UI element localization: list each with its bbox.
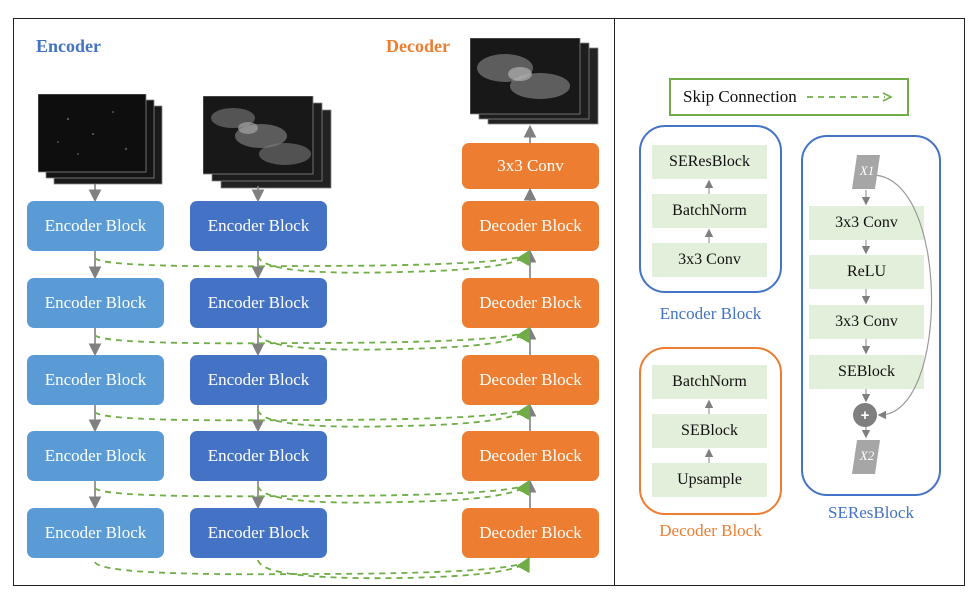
- seresblock-caption: SEResBlock: [828, 503, 914, 522]
- seres-input-x1: X1: [852, 155, 880, 189]
- encoder-b-block-1: Encoder Block: [190, 201, 327, 251]
- decoder-detail-upsample: Upsample: [652, 463, 767, 497]
- input-image-stack-2: [202, 95, 333, 192]
- encoder-b-block-4: Encoder Block: [190, 431, 327, 481]
- seres-detail-conv-2: 3x3 Conv: [809, 305, 924, 339]
- decoder-detail-batchnorm: BatchNorm: [652, 365, 767, 399]
- skip-legend-label: Skip Connection: [683, 87, 797, 106]
- main-panel-frame: [13, 18, 615, 586]
- seres-detail-relu: ReLU: [809, 255, 924, 289]
- skip-legend-arrow: [806, 92, 893, 102]
- output-conv-block: 3x3 Conv: [462, 143, 599, 189]
- seres-detail-seblock: SEBlock: [809, 355, 924, 389]
- encoder-title: Encoder: [36, 36, 101, 56]
- decoder-block-2: Decoder Block: [462, 278, 599, 328]
- seres-output-x2: X2: [852, 440, 880, 474]
- output-image-stack: [469, 37, 600, 126]
- encoder-b-block-2: Encoder Block: [190, 278, 327, 328]
- encoder-detail-conv: 3x3 Conv: [652, 243, 767, 277]
- detail-panel-frame: [614, 18, 965, 586]
- decoder-detail-seblock: SEBlock: [652, 414, 767, 448]
- seres-detail-conv-1: 3x3 Conv: [809, 206, 924, 240]
- encoder-block-detail-panel: [639, 125, 782, 293]
- encoder-a-block-2: Encoder Block: [27, 278, 164, 328]
- decoder-block-4: Decoder Block: [462, 431, 599, 481]
- decoder-block-3: Decoder Block: [462, 355, 599, 405]
- input-image-stack-1: [37, 93, 164, 190]
- encoder-a-block-5: Encoder Block: [27, 508, 164, 558]
- encoder-block-caption: Encoder Block: [659, 304, 762, 323]
- skip-legend-box: Skip Connection: [669, 78, 909, 116]
- encoder-a-block-3: Encoder Block: [27, 355, 164, 405]
- encoder-b-block-3: Encoder Block: [190, 355, 327, 405]
- encoder-detail-batchnorm: BatchNorm: [652, 194, 767, 228]
- encoder-detail-seresblock: SEResBlock: [652, 145, 767, 179]
- decoder-block-caption: Decoder Block: [659, 521, 762, 540]
- seresblock-detail-panel: [801, 135, 941, 496]
- encoder-a-block-1: Encoder Block: [27, 201, 164, 251]
- decoder-block-detail-panel: [639, 347, 782, 515]
- encoder-b-block-5: Encoder Block: [190, 508, 327, 558]
- seres-add-node: +: [853, 403, 877, 427]
- encoder-a-block-4: Encoder Block: [27, 431, 164, 481]
- decoder-block-5: Decoder Block: [462, 508, 599, 558]
- decoder-block-1: Decoder Block: [462, 201, 599, 251]
- decoder-title: Decoder: [386, 36, 450, 56]
